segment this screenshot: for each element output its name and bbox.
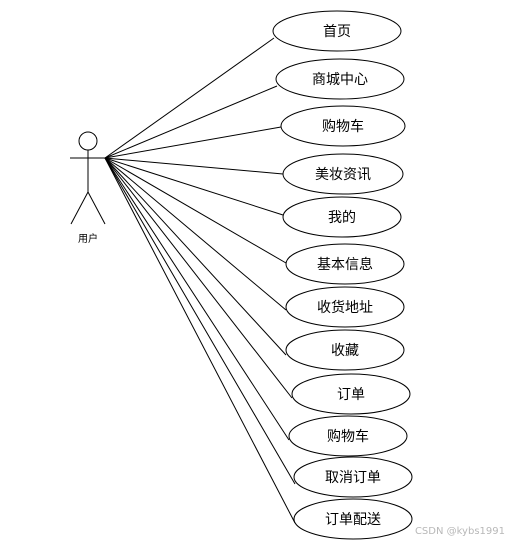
association-line (104, 157, 293, 399)
actor-left-leg (70, 191, 89, 225)
use-case-ellipse[interactable] (272, 10, 402, 52)
use-case-ellipse[interactable] (291, 373, 411, 415)
use-case[interactable]: 商城中心 (275, 58, 405, 100)
association-line (104, 157, 287, 264)
use-case-label: 商城中心 (312, 72, 368, 88)
association-line (104, 157, 284, 216)
use-case[interactable]: 收货地址 (285, 286, 405, 328)
use-case-ellipse[interactable] (275, 58, 405, 100)
use-case-ellipse[interactable] (293, 456, 413, 498)
actor-user (70, 131, 106, 225)
association-line (104, 157, 296, 524)
association-lines (104, 37, 296, 524)
association-line (104, 157, 296, 485)
use-case-ellipse[interactable] (282, 196, 402, 238)
use-case[interactable]: 购物车 (280, 105, 406, 147)
use-case[interactable]: 取消订单 (293, 456, 413, 498)
use-case[interactable]: 订单配送 (293, 498, 413, 540)
use-case-ellipse[interactable] (288, 415, 408, 457)
use-case-label: 收藏 (331, 343, 359, 359)
use-case[interactable]: 首页 (272, 10, 402, 52)
use-case[interactable]: 购物车 (288, 415, 408, 457)
association-line (104, 157, 287, 311)
use-case-label: 取消订单 (325, 470, 381, 486)
actor-head (78, 131, 98, 151)
use-case-ellipse[interactable] (282, 153, 404, 195)
use-case[interactable]: 收藏 (285, 329, 405, 371)
use-case[interactable]: 美妆资讯 (282, 153, 404, 195)
use-case-ellipse[interactable] (293, 498, 413, 540)
association-line (104, 37, 275, 159)
use-case-ellipse[interactable] (285, 329, 405, 371)
actor-label: 用户 (78, 232, 98, 245)
use-case-label: 订单 (337, 387, 365, 403)
use-case-ellipse[interactable] (285, 286, 405, 328)
watermark: CSDN @kybs1991 (415, 526, 505, 537)
use-case[interactable]: 订单 (291, 373, 411, 415)
use-case-label: 购物车 (322, 118, 364, 135)
use-case-label: 基本信息 (317, 256, 373, 273)
association-line (104, 157, 290, 441)
use-case[interactable]: 基本信息 (285, 243, 405, 285)
use-case-label: 我的 (328, 210, 356, 226)
use-case-ellipse[interactable] (280, 105, 406, 147)
use-case[interactable]: 我的 (282, 196, 402, 238)
use-case-ellipse[interactable] (285, 243, 405, 285)
actor-right-leg (87, 191, 106, 225)
association-line (104, 157, 284, 175)
use-case-label: 首页 (323, 24, 351, 40)
association-line (104, 85, 278, 159)
use-case-label: 订单配送 (325, 512, 381, 528)
use-case-label: 美妆资讯 (315, 167, 371, 183)
association-line (104, 126, 282, 159)
use-case-label: 收货地址 (317, 299, 373, 316)
use-case-label: 购物车 (327, 428, 369, 445)
association-line (104, 157, 287, 356)
